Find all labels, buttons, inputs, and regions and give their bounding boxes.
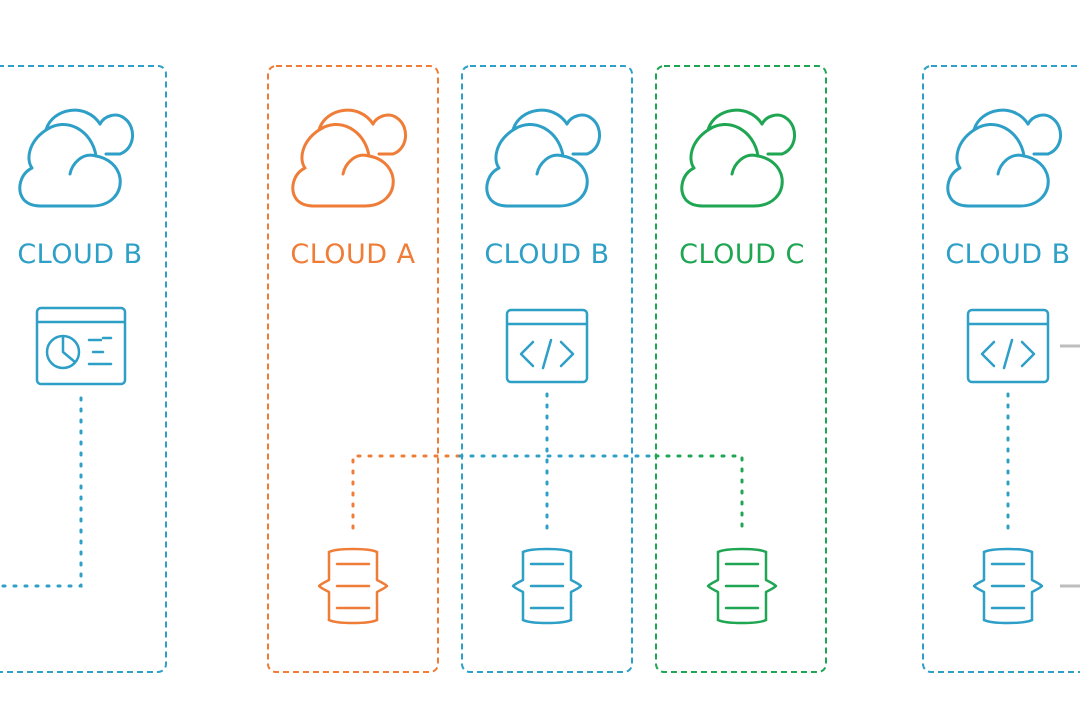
panel-label: CLOUD B xyxy=(945,239,1070,270)
database-icon xyxy=(511,547,583,625)
cloud-icon xyxy=(946,108,1063,208)
cloud-icon xyxy=(18,108,135,208)
panel-border xyxy=(922,65,1080,673)
database-icon xyxy=(317,547,389,625)
panel-cloud-b-middle: CLOUD B xyxy=(461,65,633,673)
dotted-connector xyxy=(0,396,83,588)
panel-border xyxy=(0,65,167,673)
cloud-icon xyxy=(485,108,602,208)
panel-label: CLOUD B xyxy=(17,239,142,270)
dashboard-icon xyxy=(35,306,127,386)
panel-label: CLOUD B xyxy=(484,239,609,270)
database-icon xyxy=(706,547,778,625)
panel-border xyxy=(655,65,827,673)
cloud-icon xyxy=(291,108,408,208)
panel-cloud-c: CLOUD C xyxy=(655,65,827,673)
panel-border xyxy=(267,65,439,673)
panel-label: CLOUD C xyxy=(679,239,805,270)
cloud-icon xyxy=(680,108,797,208)
code-window-icon xyxy=(505,308,589,384)
panel-cloud-b-right: CLOUD B xyxy=(922,65,1080,673)
panel-label: CLOUD A xyxy=(290,239,415,270)
code-window-icon xyxy=(966,308,1050,384)
database-icon xyxy=(972,547,1044,625)
cross-cloud-connector xyxy=(351,392,744,530)
panel-border xyxy=(461,65,633,673)
panel-cloud-b-left: CLOUD B xyxy=(0,65,167,673)
panel-cloud-a: CLOUD A xyxy=(267,65,439,673)
